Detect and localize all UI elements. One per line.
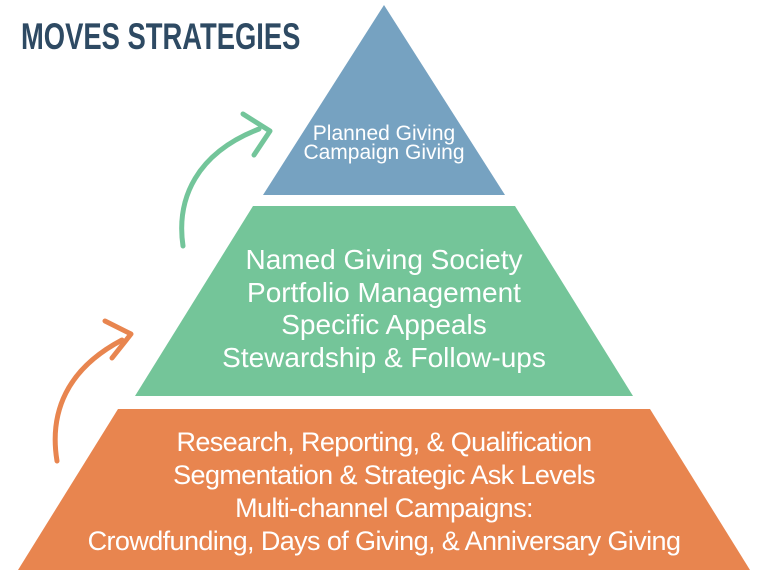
tier-middle-label: Named Giving Society Portfolio Managemen… <box>222 244 546 374</box>
tier-middle-line: Portfolio Management <box>247 276 521 308</box>
pyramid-tier-bottom-shape <box>18 409 750 570</box>
pyramid-tier-middle-shape <box>135 206 633 396</box>
orange-arrow-head <box>102 318 134 361</box>
tier-bottom-line: Crowdfunding, Days of Giving, & Annivers… <box>87 526 681 556</box>
orange-curved-arrow-icon <box>52 318 134 464</box>
tier-middle-line: Stewardship & Follow-ups <box>222 341 546 373</box>
pyramid-tier-top-shape <box>263 5 505 195</box>
green-arrow-curve <box>179 126 262 249</box>
tier-middle-line: Named Giving Society <box>245 244 523 275</box>
tier-bottom-line: Segmentation & Strategic Ask Levels <box>173 460 595 490</box>
tier-middle-line: Specific Appeals <box>281 309 487 340</box>
tier-top-line: Campaign Giving <box>303 141 465 164</box>
green-arrow-head <box>240 111 273 158</box>
orange-arrow-curve <box>52 337 125 464</box>
tier-top-line: Planned Giving <box>312 122 456 145</box>
tier-bottom-label: Research, Reporting, & Qualification Seg… <box>88 426 681 558</box>
green-curved-arrow-icon <box>179 111 273 249</box>
tier-bottom-line: Multi-channel Campaigns: <box>235 493 533 523</box>
diagram-title: MOVES STRATEGIES <box>21 16 301 57</box>
tier-top-label: Planned Giving Campaign Giving <box>303 122 465 164</box>
tier-bottom-line: Research, Reporting, & Qualification <box>176 427 592 457</box>
